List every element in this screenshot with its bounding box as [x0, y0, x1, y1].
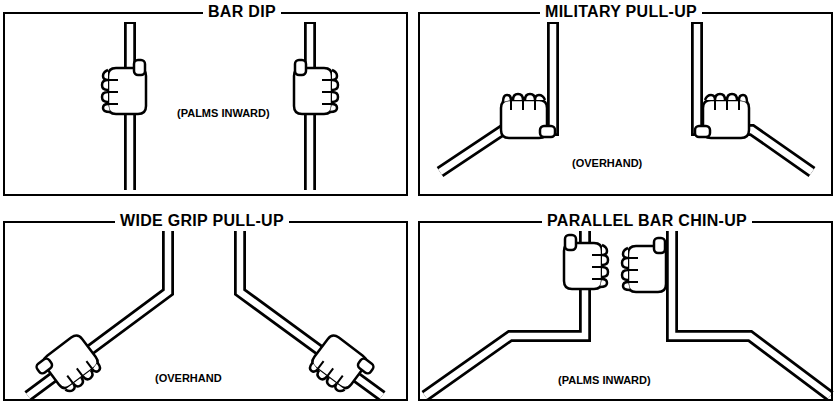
grip-caption: (OVERHAND: [155, 371, 222, 385]
grip-caption: (OVERHAND): [572, 156, 642, 170]
fist: [695, 94, 749, 138]
bar-inner: [425, 230, 585, 396]
bar-inner: [672, 230, 830, 396]
fist: [306, 333, 376, 401]
bars: [28, 22, 830, 396]
panel-title: BAR DIP: [203, 2, 281, 22]
panel-title: WIDE GRIP PULL-UP: [115, 211, 289, 231]
fist: [564, 235, 608, 289]
fist: [501, 94, 555, 138]
chinup-bar: [425, 228, 585, 396]
grip-caption: (PALMS INWARD): [558, 373, 651, 387]
exercise-panel: WIDE GRIP PULL-UP(OVERHAND: [3, 221, 408, 401]
panel-title: PARALLEL BAR CHIN-UP: [542, 211, 752, 231]
exercise-panel: BAR DIP(PALMS INWARD): [3, 12, 408, 196]
chinup-bar: [672, 228, 830, 396]
exercise-panel: PARALLEL BAR CHIN-UP(PALMS INWARD): [418, 221, 833, 401]
fist: [294, 60, 338, 114]
exercise-panel: MILITARY PULL-UP(OVERHAND): [418, 12, 833, 196]
fist: [34, 333, 104, 401]
panel-title: MILITARY PULL-UP: [540, 2, 702, 22]
grip-caption: (PALMS INWARD): [177, 106, 270, 120]
fist: [622, 238, 666, 292]
fist: [102, 60, 146, 114]
